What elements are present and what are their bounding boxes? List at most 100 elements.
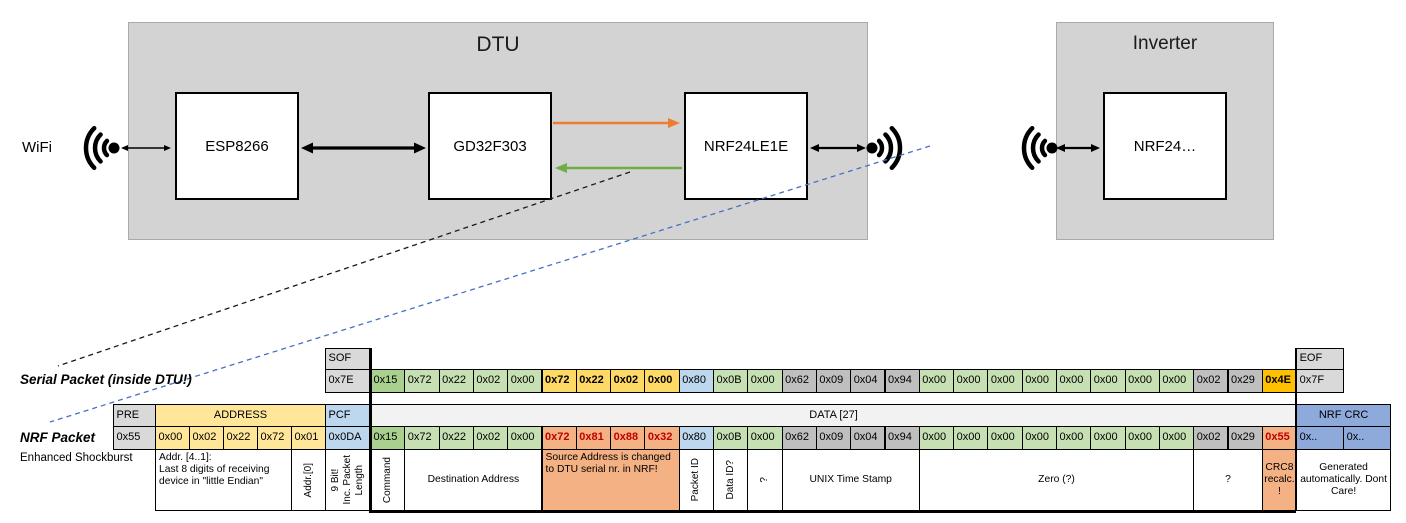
pre-byte: 0x55 bbox=[113, 426, 156, 450]
nrf-byte-25: 0x29 bbox=[1227, 426, 1263, 450]
nrf-byte-18: 0x00 bbox=[987, 426, 1023, 450]
serial-byte-20: 0x00 bbox=[1056, 369, 1092, 393]
serial-byte-12: 0x62 bbox=[781, 369, 817, 393]
annotation-cell-6: Packet ID bbox=[678, 449, 714, 511]
annotation-vertical-text: ? bbox=[758, 477, 770, 483]
serial-byte-24: 0x02 bbox=[1193, 369, 1229, 393]
address-byte-3: 0x72 bbox=[257, 426, 292, 450]
nrf-byte-23: 0x00 bbox=[1158, 426, 1195, 450]
chip-nrf24le1e: NRF24LE1E bbox=[684, 92, 808, 200]
data-region-left-divider bbox=[369, 348, 372, 513]
enhanced-shockburst-label: Enhanced Shockburst bbox=[20, 452, 133, 464]
serial-byte-19: 0x00 bbox=[1021, 369, 1057, 393]
nrf-byte-22: 0x00 bbox=[1124, 426, 1160, 450]
annotation-vertical-text: Addr.[0] bbox=[302, 462, 314, 498]
chip-gd32f303: GD32F303 bbox=[428, 92, 552, 200]
wifi-icon-dtu-right bbox=[866, 125, 903, 171]
sof-byte: 0x7E bbox=[325, 369, 371, 393]
eof-header: EOF bbox=[1296, 348, 1345, 370]
serial-byte-16: 0x00 bbox=[918, 369, 955, 393]
sof-header: SOF bbox=[325, 348, 371, 370]
nrf-byte-14: 0x04 bbox=[850, 426, 886, 450]
serial-byte-5: 0x72 bbox=[541, 369, 577, 393]
serial-byte-3: 0x02 bbox=[472, 369, 509, 393]
wifi-label: WiFi bbox=[22, 139, 52, 156]
pcf-byte: 0x0DA bbox=[325, 426, 371, 450]
address-byte-1: 0x02 bbox=[189, 426, 224, 450]
nrf-byte-17: 0x00 bbox=[953, 426, 989, 450]
annotation-cell-10: Zero (?) bbox=[918, 449, 1195, 511]
serial-byte-23: 0x00 bbox=[1158, 369, 1195, 393]
serial-byte-21: 0x00 bbox=[1090, 369, 1126, 393]
nrf-byte-20: 0x00 bbox=[1056, 426, 1092, 450]
crc-header: NRF CRC bbox=[1296, 404, 1392, 427]
serial-byte-26: 0x4E bbox=[1261, 369, 1298, 393]
annotation-cell-4: Destination Address bbox=[404, 449, 543, 511]
nrf-byte-5: 0x72 bbox=[541, 426, 577, 450]
crc-byte-0: 0x.. bbox=[1296, 426, 1345, 450]
address-header: ADDRESS bbox=[155, 404, 326, 427]
nrf-byte-21: 0x00 bbox=[1090, 426, 1126, 450]
serial-packet-label: Serial Packet (inside DTU!) bbox=[20, 372, 192, 387]
serial-byte-6: 0x22 bbox=[575, 369, 612, 393]
nrf-byte-6: 0x81 bbox=[575, 426, 612, 450]
nrf-byte-3: 0x02 bbox=[472, 426, 509, 450]
serial-byte-13: 0x09 bbox=[815, 369, 852, 393]
annotation-cell-12: CRC8 recalc. ! bbox=[1261, 449, 1298, 511]
annotation-cell-3: Command bbox=[370, 449, 406, 511]
serial-byte-15: 0x94 bbox=[884, 369, 920, 393]
serial-byte-22: 0x00 bbox=[1124, 369, 1160, 393]
chip-nrf24le1e-label: NRF24LE1E bbox=[703, 137, 789, 155]
annotation-vertical-text: Packet ID bbox=[690, 458, 702, 502]
nrf-byte-10: 0x0B bbox=[713, 426, 749, 450]
nrf-byte-7: 0x88 bbox=[610, 426, 646, 450]
chip-esp8266-label: ESP8266 bbox=[205, 137, 269, 155]
nrf-byte-1: 0x72 bbox=[404, 426, 440, 450]
data-header: DATA [27] bbox=[370, 404, 1298, 427]
serial-byte-14: 0x04 bbox=[850, 369, 886, 393]
data-region-right-divider bbox=[1295, 348, 1297, 510]
nrf-byte-8: 0x32 bbox=[644, 426, 680, 450]
pcf-header: PCF bbox=[325, 404, 371, 427]
nrf-byte-9: 0x80 bbox=[678, 426, 714, 450]
wifi-icon-dtu-left bbox=[83, 125, 120, 171]
serial-byte-10: 0x0B bbox=[713, 369, 749, 393]
address-byte-4: 0x01 bbox=[291, 426, 326, 450]
annotation-cell-0: Addr. [4..1]: Last 8 digits of receiving… bbox=[155, 449, 292, 511]
annotation-cell-13: Generated automatically. Dont Care! bbox=[1296, 449, 1392, 511]
pre-header: PRE bbox=[113, 404, 156, 427]
chip-gd32f303-label: GD32F303 bbox=[453, 137, 527, 155]
nrf-byte-11: 0x00 bbox=[747, 426, 783, 450]
annotation-vertical-text: 9 Bit! Inc. Packet Length bbox=[330, 455, 365, 505]
annotation-cell-9: UNIX Time Stamp bbox=[781, 449, 920, 511]
chip-esp8266: ESP8266 bbox=[175, 92, 299, 200]
dtu-title: DTU bbox=[476, 33, 520, 56]
annotation-vertical-text: Data ID? bbox=[724, 460, 736, 500]
nrf-byte-4: 0x00 bbox=[507, 426, 543, 450]
serial-byte-2: 0x22 bbox=[438, 369, 474, 393]
chip-nrf24-inverter: NRF24… bbox=[1103, 92, 1227, 200]
inverter-box: Inverter bbox=[1056, 22, 1274, 240]
inverter-title: Inverter bbox=[1132, 33, 1198, 54]
nrf-byte-24: 0x02 bbox=[1193, 426, 1229, 450]
annotation-cell-1: Addr.[0] bbox=[291, 449, 326, 511]
crc-byte-1: 0x.. bbox=[1343, 426, 1392, 450]
annotation-cell-7: Data ID? bbox=[713, 449, 749, 511]
annotation-cell-11: ? bbox=[1193, 449, 1263, 511]
serial-byte-7: 0x02 bbox=[610, 369, 646, 393]
annotation-vertical-text: Command bbox=[381, 456, 393, 504]
annotation-cell-2: 9 Bit! Inc. Packet Length bbox=[325, 449, 371, 511]
nrf-byte-15: 0x94 bbox=[884, 426, 920, 450]
nrf-packet-label: NRF Packet bbox=[20, 430, 96, 445]
serial-byte-25: 0x29 bbox=[1227, 369, 1263, 393]
serial-byte-1: 0x72 bbox=[404, 369, 440, 393]
nrf-byte-12: 0x62 bbox=[781, 426, 817, 450]
serial-byte-18: 0x00 bbox=[987, 369, 1023, 393]
annotation-cell-5: Source Address is changed to DTU serial … bbox=[541, 449, 680, 511]
nrf-byte-26: 0x55 bbox=[1261, 426, 1298, 450]
nrf-byte-2: 0x22 bbox=[438, 426, 474, 450]
chip-nrf24-inverter-label: NRF24… bbox=[1133, 137, 1197, 155]
eof-byte: 0x7F bbox=[1296, 369, 1345, 393]
serial-byte-9: 0x80 bbox=[678, 369, 714, 393]
annotation-cell-8: ? bbox=[747, 449, 783, 511]
